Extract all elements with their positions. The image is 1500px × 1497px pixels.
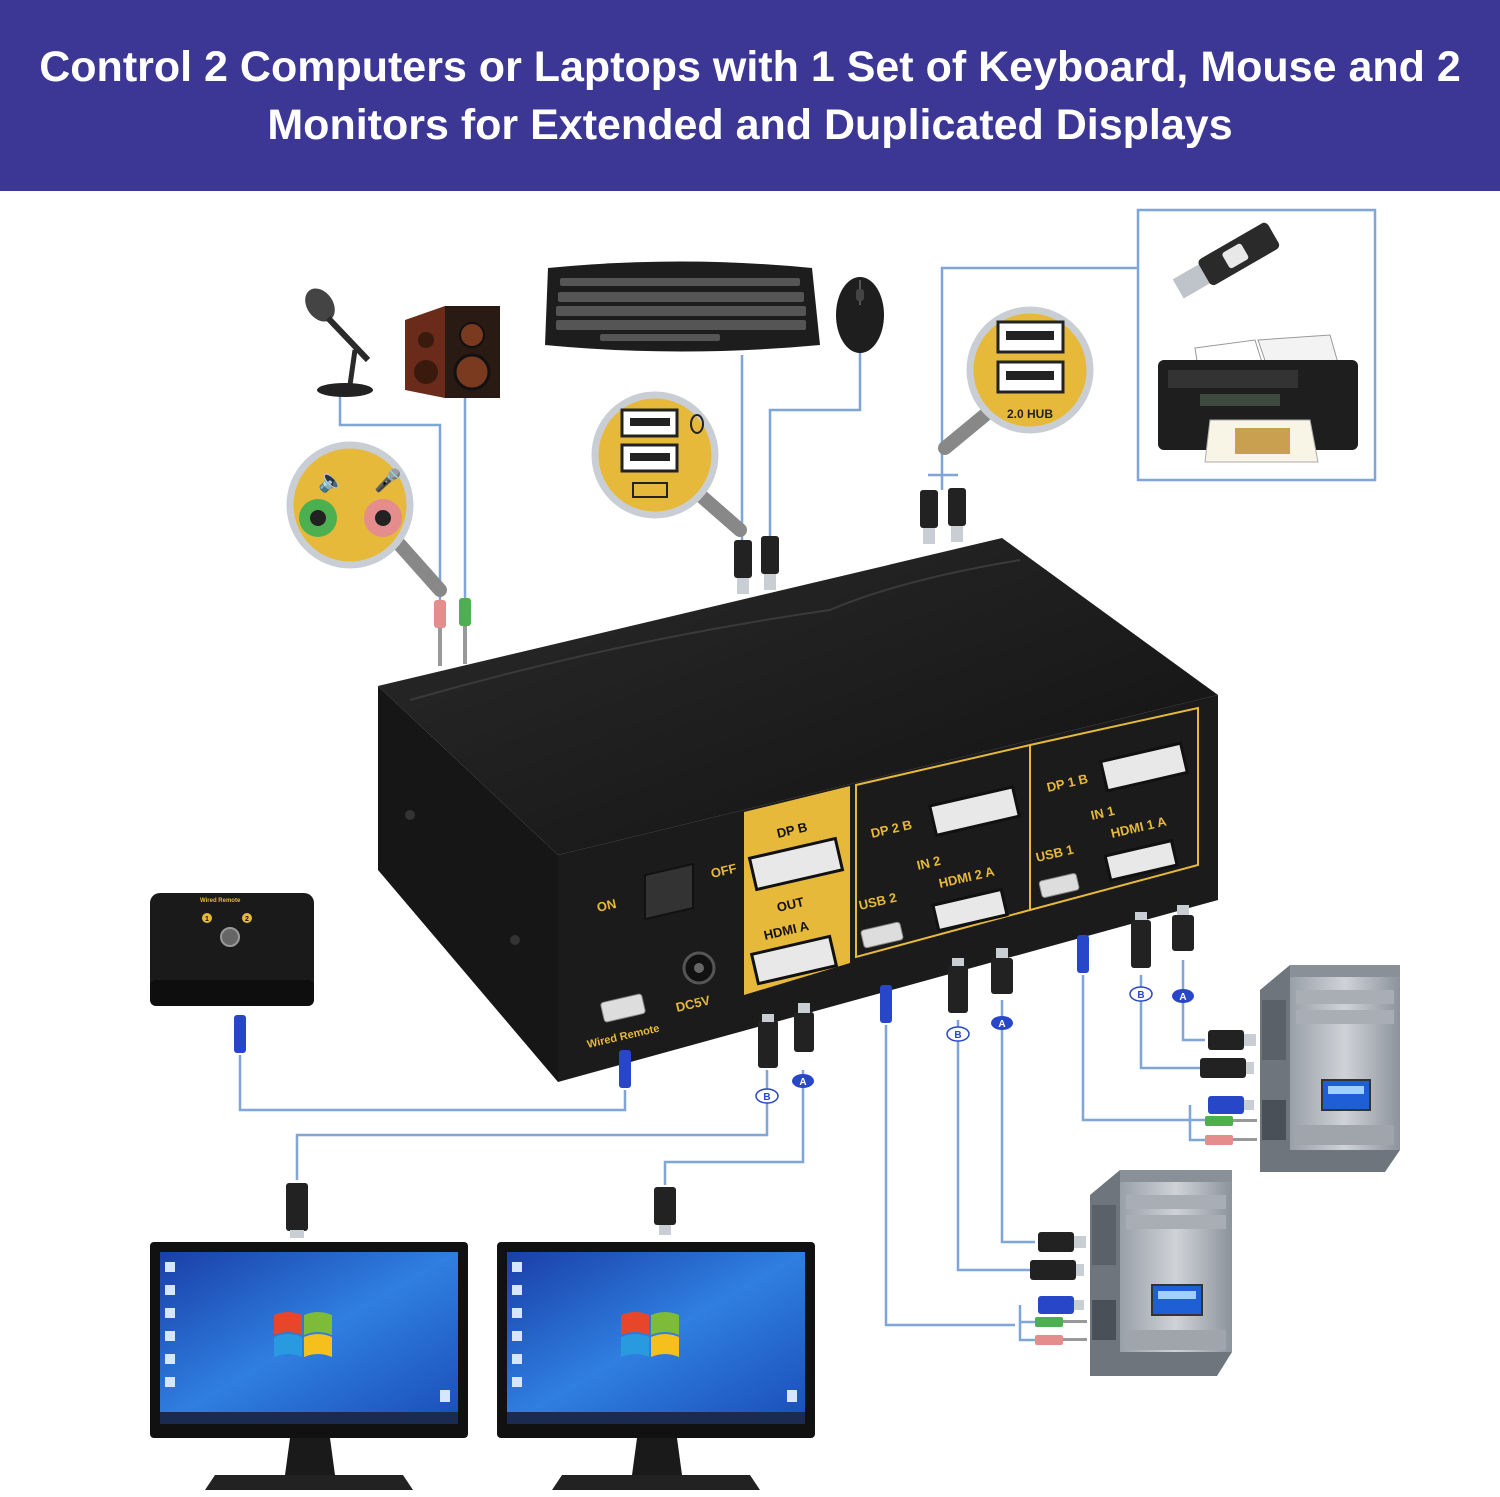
remote-port[interactable] [600, 993, 646, 1023]
tag-in1-b: B [1129, 986, 1153, 1002]
usb-hub-magnifier: 2.0 HUB [938, 306, 1094, 455]
header-banner: Control 2 Computers or Laptops with 1 Se… [0, 0, 1500, 191]
svg-text:A: A [998, 1019, 1005, 1030]
tag-in2-b: B [946, 1026, 970, 1042]
printer-icon [1158, 334, 1358, 463]
power-switch[interactable] [644, 862, 694, 921]
in2-label: IN 2 [915, 853, 942, 873]
in2-dp-label: DP 2 B [869, 817, 913, 841]
usb-flash-drive-icon [1172, 222, 1280, 299]
tag-out-b: B [755, 1088, 779, 1104]
top-cable-connectors [434, 488, 966, 666]
remote-button2-label: 2 [245, 916, 249, 923]
speakers-icon [405, 306, 500, 398]
remote-switch-button[interactable] [220, 927, 240, 947]
speaker-icon: 🔈 [318, 468, 345, 494]
connection-diagram: 🔈 🎤 2.0 HUB [150, 208, 1400, 1490]
bottom-cable-connectors [234, 905, 1257, 1345]
svg-text:B: B [1137, 990, 1144, 1001]
out-dp-port[interactable] [747, 836, 845, 892]
out-hdmi-port[interactable] [749, 934, 839, 986]
mouse-icon [836, 277, 884, 353]
tag-in1-a: A [1172, 989, 1194, 1003]
in2-usb-port[interactable] [860, 921, 904, 949]
desktop-pc-icon [1260, 965, 1400, 1172]
switch-on-label: ON [595, 896, 617, 915]
in1-label: IN 1 [1089, 803, 1116, 823]
keyboard-icon [545, 261, 820, 352]
remote-title: Wired Remote [200, 898, 241, 904]
in1-usb-port[interactable] [1038, 873, 1080, 898]
audio-ports-magnifier: 🔈 🎤 [286, 441, 447, 597]
svg-text:B: B [954, 1030, 961, 1041]
cable-tags: B A B A B A [755, 986, 1194, 1104]
desktop-pc-icon [1090, 1170, 1232, 1376]
in2-usb-label: USB 2 [857, 890, 898, 913]
svg-text:A: A [799, 1077, 806, 1088]
in1-dp-port[interactable] [1098, 741, 1190, 793]
tag-in2-a: A [991, 1016, 1013, 1030]
in2-hdmi-port[interactable] [931, 887, 1009, 933]
tag-out-a: A [792, 1074, 814, 1088]
out-hdmi-label: HDMI A [762, 918, 811, 943]
svg-text:B: B [763, 1092, 770, 1103]
out-dp-label: DP B [775, 819, 808, 841]
in1-usb-label: USB 1 [1034, 842, 1075, 865]
in1-hdmi-label: HDMI 1 A [1109, 813, 1168, 840]
input1-port-panel [1029, 706, 1199, 911]
wired-remote: Wired Remote 1 2 [150, 893, 314, 1006]
svg-text:A: A [1179, 992, 1186, 1003]
page-title: Control 2 Computers or Laptops with 1 Se… [39, 42, 1461, 149]
keyboard-mouse-ports-magnifier [591, 391, 747, 537]
kvm-switch: ON OFF DC5V Wired Remote DP B OUT HDMI A… [378, 538, 1218, 1082]
in1-dp-label: DP 1 B [1045, 771, 1089, 795]
out-label: OUT [775, 894, 805, 915]
monitor-icon [150, 1242, 468, 1490]
mic-icon: 🎤 [374, 467, 401, 493]
microphone-icon [305, 288, 373, 397]
switch-off-label: OFF [709, 860, 738, 880]
monitor-icon [497, 1242, 815, 1490]
cable-lines [238, 266, 1205, 1342]
in2-hdmi-label: HDMI 2 A [937, 863, 996, 890]
in1-hdmi-port[interactable] [1103, 838, 1179, 883]
in2-dp-port[interactable] [927, 785, 1022, 838]
remote-button1-label: 1 [205, 916, 209, 923]
hub-label: 2.0 HUB [1007, 407, 1053, 421]
